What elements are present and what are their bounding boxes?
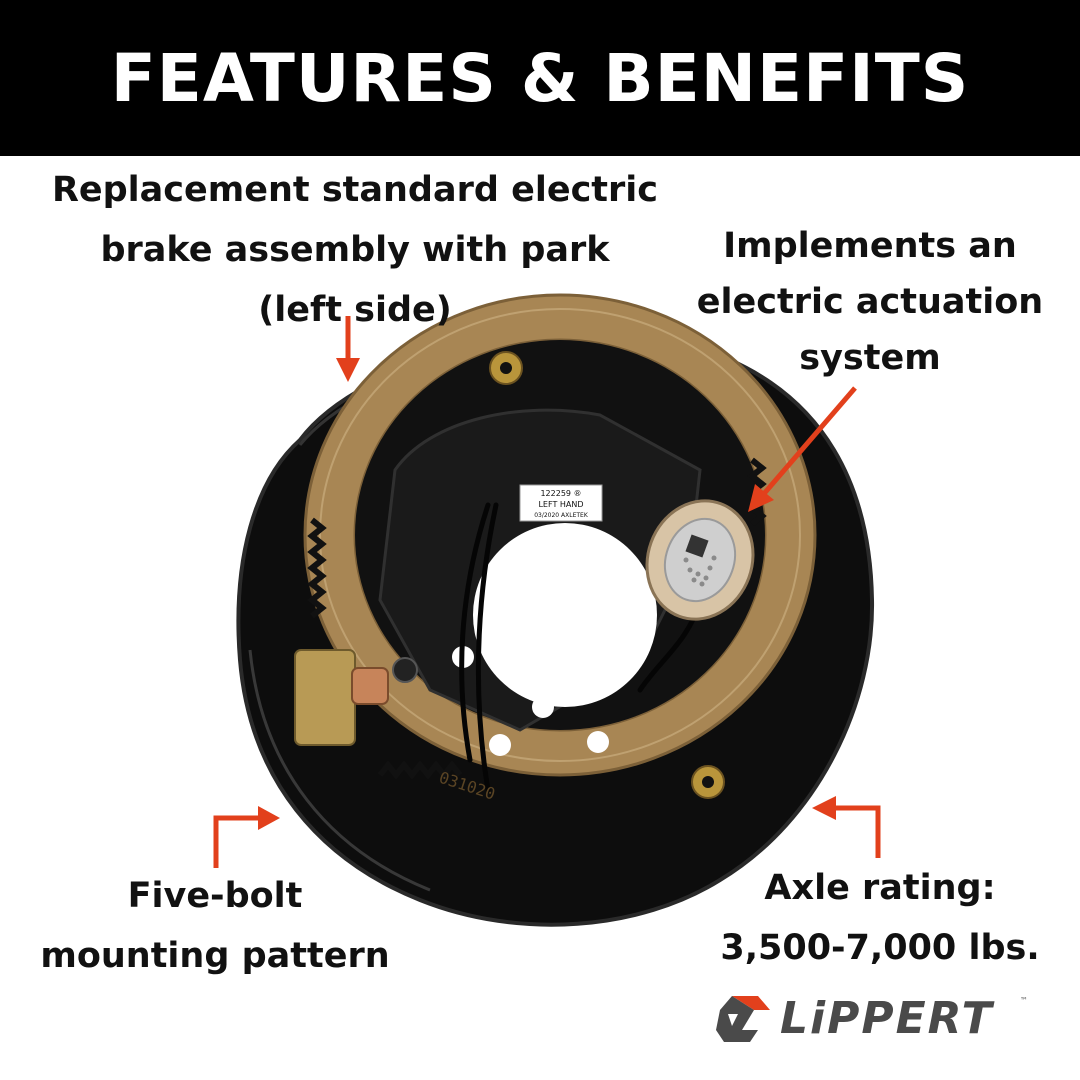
page-title: FEATURES & BENEFITS — [110, 39, 970, 117]
callout-bolt-pattern: Five-bolt mounting pattern — [20, 866, 410, 986]
product-sticker: 122259 ® LEFT HAND 03/2020 AXLETEK — [519, 484, 603, 522]
bolt-hole — [489, 734, 511, 756]
lippert-logo: LiPPERT ™ — [714, 990, 1034, 1048]
trademark: ™ — [1020, 996, 1028, 1005]
callout-line: Replacement standard electric — [51, 170, 659, 210]
callout-electric-actuation: Implements an electric actuation system — [680, 218, 1060, 386]
callout-line: brake assembly with park — [100, 230, 610, 270]
callout-line: 3,500-7,000 lbs. — [720, 928, 1040, 968]
brand-name: LiPPERT — [780, 993, 994, 1044]
electric-magnet — [645, 499, 755, 621]
arrow-top-left — [336, 316, 360, 382]
callout-arrows — [213, 316, 881, 868]
bolt-hole — [587, 731, 609, 753]
bolt-holes — [452, 646, 632, 756]
hub-opening — [473, 523, 657, 707]
bolt-hole — [610, 649, 632, 671]
callout-line: system — [799, 338, 941, 378]
lippert-mark-icon — [716, 996, 770, 1042]
hold-down-studs — [489, 351, 725, 799]
springs — [307, 457, 767, 780]
callout-line: electric actuation — [696, 282, 1044, 322]
arrow-bottom-left — [213, 806, 280, 868]
arrow-bottom-right — [812, 796, 881, 858]
callout-line: Axle rating: — [764, 868, 996, 908]
callout-axle-rating: Axle rating: 3,500-7,000 lbs. — [690, 858, 1070, 978]
park-mechanism — [294, 649, 418, 746]
callout-brake-assembly: Replacement standard electric brake asse… — [20, 160, 690, 340]
arrow-top-right — [748, 386, 857, 512]
bolt-hole — [532, 696, 554, 718]
sticker-side: LEFT HAND — [538, 500, 583, 509]
callout-line: Five-bolt — [127, 876, 303, 916]
callout-line: (left side) — [258, 290, 452, 330]
header-banner: FEATURES & BENEFITS — [0, 0, 1080, 156]
callout-line: Implements an — [723, 226, 1017, 266]
sticker-part-number: 122259 ® — [540, 489, 581, 498]
callout-line: mounting pattern — [40, 936, 390, 976]
sticker-date: 03/2020 AXLETEK — [534, 512, 589, 519]
